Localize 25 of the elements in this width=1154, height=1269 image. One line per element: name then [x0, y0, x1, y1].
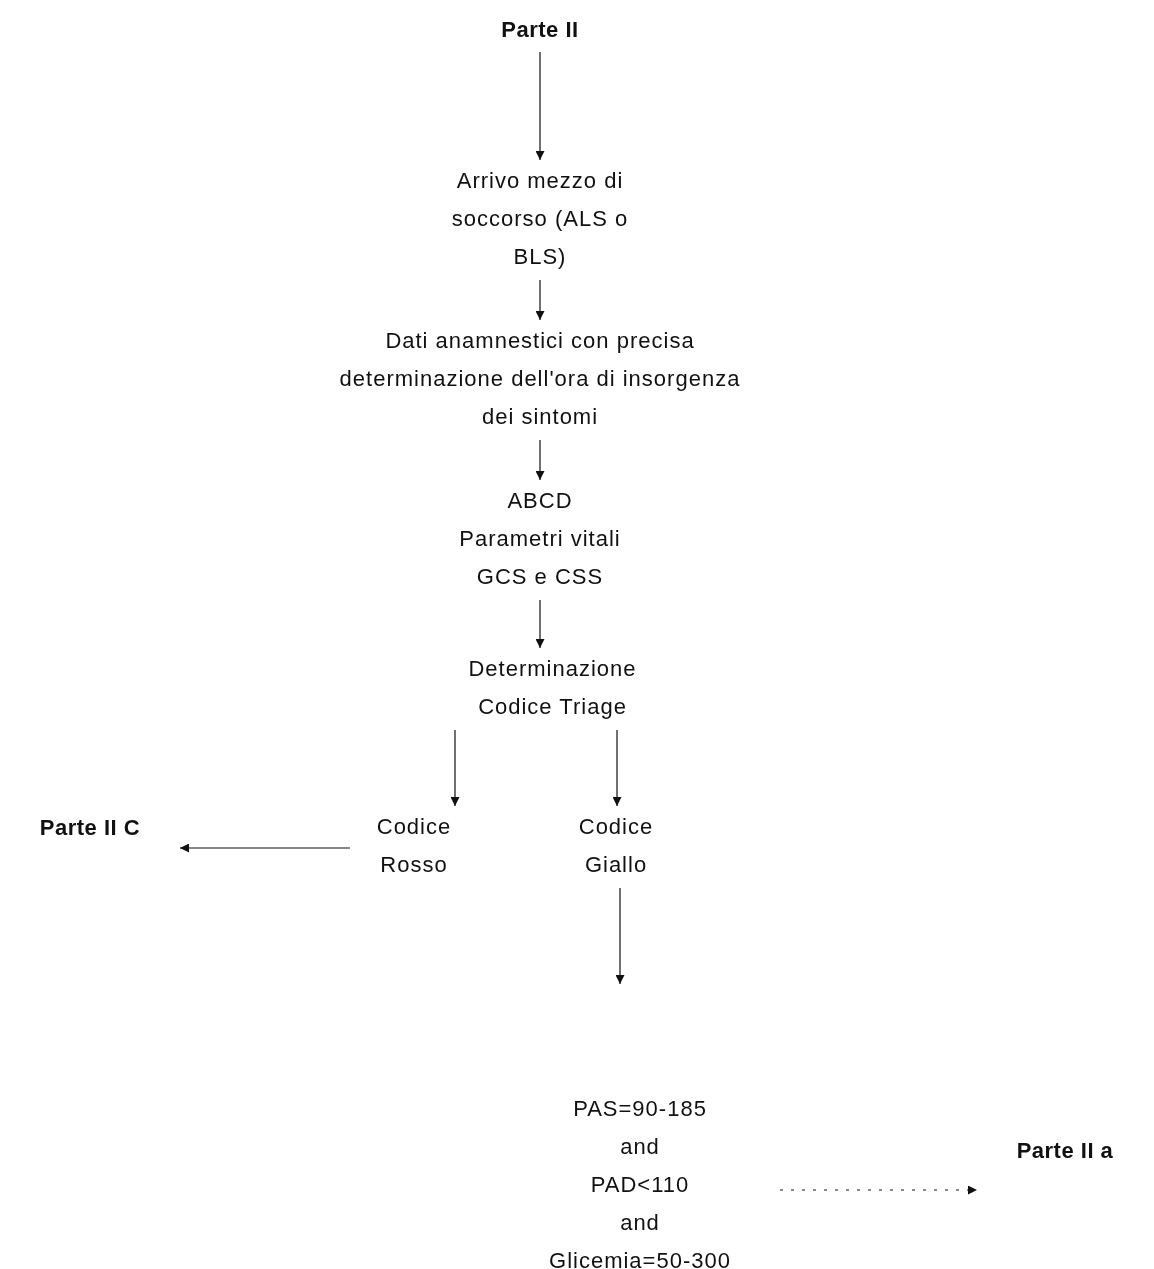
step-text: Parametri vitali	[458, 525, 622, 553]
step-text: and	[619, 1133, 661, 1161]
arrow	[535, 599, 545, 649]
step-text: Arrivo mezzo di soccorso (ALS o BLS)	[450, 167, 630, 271]
arrow	[450, 729, 460, 807]
section-reference: Parte II	[500, 16, 580, 44]
arrow	[779, 1185, 978, 1195]
arrow	[535, 51, 545, 161]
section-reference: Parte II a	[1015, 1137, 1115, 1165]
step-text: PAD<110	[589, 1171, 691, 1199]
step-text: Determinazione Codice Triage	[467, 655, 638, 721]
arrow	[612, 729, 622, 807]
step-text: Codice Giallo	[577, 813, 655, 879]
step-text: Dati anamnestici con precisa determinazione dell'ora di insorgenza dei sintomi	[338, 327, 742, 431]
arrow	[535, 279, 545, 321]
step-text: ABCD	[506, 487, 574, 515]
arrow	[179, 843, 351, 853]
arrow	[615, 887, 625, 985]
section-reference: Parte II C	[38, 814, 142, 842]
step-text: Codice Rosso	[375, 813, 453, 879]
step-text: PAS=90-185	[572, 1095, 708, 1123]
step-text: and	[619, 1209, 661, 1237]
step-text: GCS e CSS	[475, 563, 605, 591]
step-text: Glicemia=50-300	[548, 1247, 732, 1269]
arrow	[535, 439, 545, 481]
